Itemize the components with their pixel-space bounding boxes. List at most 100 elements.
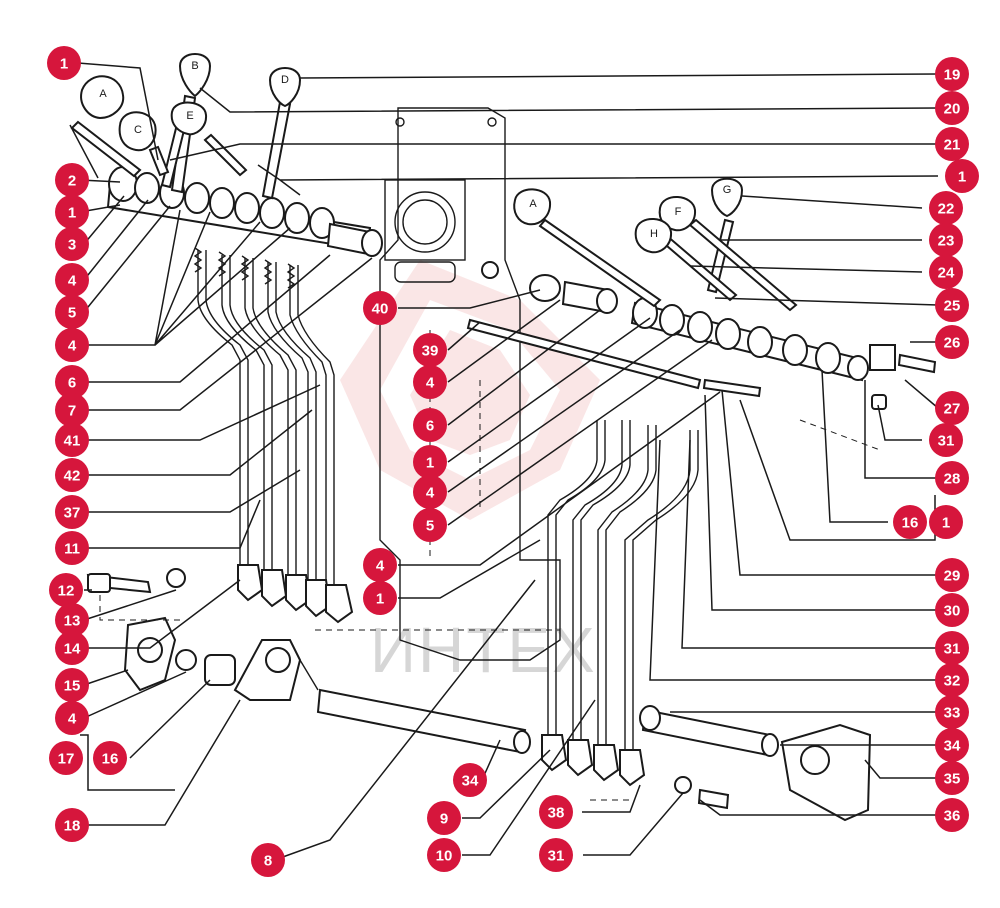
part-callout-5: 5: [413, 508, 447, 542]
callout-number: 15: [64, 678, 81, 695]
part-callout-1: 1: [363, 581, 397, 615]
part-callout-16: 16: [93, 741, 127, 775]
callout-number: 8: [264, 853, 272, 870]
knob-g: G: [710, 177, 744, 218]
callout-badge: [929, 423, 963, 457]
part-callout-33: 33: [935, 695, 969, 729]
part-callout-42: 42: [55, 458, 89, 492]
knob-a: A: [80, 75, 125, 120]
callout-number: 14: [64, 641, 81, 658]
callout-number: 31: [944, 641, 961, 658]
svg-text:A: A: [99, 88, 107, 100]
callout-badge: [49, 741, 83, 775]
part-callout-7: 7: [55, 393, 89, 427]
callout-badge: [929, 505, 963, 539]
part-callout-26: 26: [935, 325, 969, 359]
callout-badge: [935, 127, 969, 161]
callout-number: 38: [548, 805, 565, 822]
part-callout-25: 25: [935, 288, 969, 322]
callout-number: 13: [64, 613, 81, 630]
callout-number: 36: [944, 808, 961, 825]
part-callout-28: 28: [935, 461, 969, 495]
callout-number: 34: [944, 738, 961, 755]
callout-badge: [55, 701, 89, 735]
callout-badge: [55, 263, 89, 297]
callout-number: 2: [68, 173, 76, 190]
part-callout-14: 14: [55, 631, 89, 665]
callout-number: 18: [64, 818, 81, 835]
part-callout-31: 31: [929, 423, 963, 457]
housing-plate: [379, 107, 561, 661]
part-callout-5: 5: [55, 295, 89, 329]
right-shift-rods: [541, 420, 699, 787]
callout-badge: [55, 423, 89, 457]
callout-badge: [55, 328, 89, 362]
callout-number: 4: [426, 485, 435, 502]
center-parts: [466, 261, 702, 390]
part-callout-37: 37: [55, 495, 89, 529]
callout-badge: [935, 761, 969, 795]
callout-number: 16: [102, 751, 119, 768]
knob-g-left: A: [513, 188, 552, 226]
callout-badge: [55, 495, 89, 529]
callout-badge: [55, 295, 89, 329]
part-callout-4: 4: [55, 701, 89, 735]
callout-number: 30: [944, 603, 961, 620]
callout-number: 5: [68, 305, 76, 322]
callout-badge: [55, 227, 89, 261]
callout-badge: [55, 195, 89, 229]
part-callout-4: 4: [413, 475, 447, 509]
callout-badge: [363, 548, 397, 582]
part-callout-31: 31: [935, 631, 969, 665]
callout-number: 1: [60, 56, 68, 73]
part-callout-22: 22: [929, 191, 963, 225]
callout-badge: [935, 558, 969, 592]
callout-number: 1: [942, 515, 950, 532]
left-levers: [70, 94, 292, 200]
part-callout-11: 11: [55, 531, 89, 565]
callout-badge: [935, 325, 969, 359]
part-callout-34: 34: [935, 728, 969, 762]
callout-badge: [935, 631, 969, 665]
right-levers: [538, 218, 798, 312]
callout-badge: [935, 798, 969, 832]
callout-number: 1: [958, 169, 966, 186]
callout-badge: [929, 223, 963, 257]
callout-number: 24: [938, 265, 955, 282]
part-callout-30: 30: [935, 593, 969, 627]
part-callout-3: 3: [55, 227, 89, 261]
callout-badge: [413, 333, 447, 367]
callout-number: 26: [944, 335, 961, 352]
part-callout-39: 39: [413, 333, 447, 367]
callout-badge: [413, 475, 447, 509]
callout-badge: [935, 391, 969, 425]
callout-number: 11: [64, 541, 80, 558]
part-callout-40: 40: [363, 291, 397, 325]
callout-number: 37: [64, 505, 81, 522]
callout-number: 16: [902, 515, 919, 532]
right-selector-shaft: [630, 297, 937, 410]
callout-number: 17: [58, 751, 75, 768]
lower-right-parts: [639, 705, 872, 822]
svg-text:A: A: [529, 198, 537, 210]
callout-badge: [935, 593, 969, 627]
part-callout-34: 34: [453, 763, 487, 797]
part-callout-6: 6: [55, 365, 89, 399]
callout-badge: [413, 408, 447, 442]
part-callout-1: 1: [413, 445, 447, 479]
part-callout-1: 1: [945, 159, 979, 193]
callout-badge: [55, 163, 89, 197]
callout-badge: [935, 461, 969, 495]
knob-e: E: [170, 101, 208, 136]
callout-badge: [929, 255, 963, 289]
callout-number: 1: [426, 455, 434, 472]
callout-number: 31: [548, 848, 565, 865]
svg-text:B: B: [191, 60, 198, 72]
part-callout-4: 4: [413, 365, 447, 399]
callout-badge: [427, 838, 461, 872]
callout-badge: [55, 393, 89, 427]
part-callout-27: 27: [935, 391, 969, 425]
callout-number: 9: [440, 811, 448, 828]
